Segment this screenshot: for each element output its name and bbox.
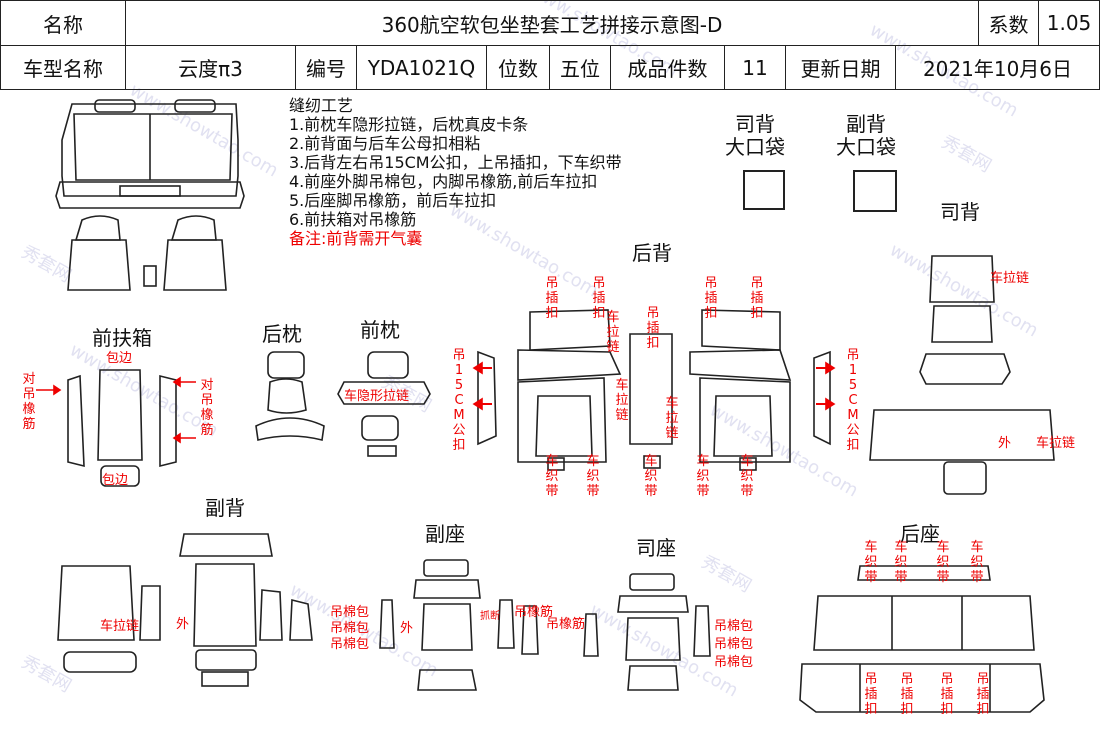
section-passenger-back: 副背 bbox=[205, 496, 245, 520]
annotation-car-zipper-h: 车拉链 bbox=[100, 619, 140, 634]
notes-remark: 备注:前背需开气囊 bbox=[289, 229, 423, 248]
section-rear-headrest: 后枕 bbox=[262, 322, 302, 346]
annotation-hang-plug: 吊插扣 bbox=[864, 672, 878, 717]
annotation-outer: 外 bbox=[400, 621, 414, 636]
annotation-car-webbing: 车织带 bbox=[970, 540, 984, 585]
section-driver-seat: 司座 bbox=[636, 536, 676, 560]
annotation-car-zipper-h: 车拉链 bbox=[990, 271, 1030, 286]
passenger-pocket-label-1: 副背 bbox=[846, 112, 886, 136]
note-line: 5.后座脚吊橡筋，前后车拉扣 bbox=[289, 191, 497, 210]
rear-headrest-pattern bbox=[255, 351, 325, 441]
coef-label: 系数 bbox=[978, 0, 1039, 46]
annotation-car-webbing: 车织带 bbox=[864, 540, 878, 585]
annotation-hang-plug: 吊插扣 bbox=[976, 672, 990, 717]
section-rear-seat: 后座 bbox=[900, 522, 940, 546]
annotation-hang-cotton: 吊棉包 bbox=[714, 655, 754, 670]
note-line: 3.后背左右吊15CM公扣，上吊插扣，下车织带 bbox=[289, 153, 622, 172]
annotation-outer: 外 bbox=[998, 436, 1012, 451]
passenger-seat-pattern bbox=[379, 559, 539, 691]
annotation-hang-elastic-pair: 对吊橡筋 bbox=[22, 372, 36, 432]
direction-arrows bbox=[36, 361, 836, 444]
driver-back-pattern bbox=[869, 255, 1055, 495]
rear-back-pattern bbox=[477, 309, 831, 471]
annotation-hang-plug: 吊插扣 bbox=[646, 306, 660, 351]
driver-seat-pattern bbox=[583, 573, 711, 691]
annotation-hang-plug: 吊插扣 bbox=[900, 672, 914, 717]
annotation-hang-plug: 吊插扣 bbox=[704, 276, 718, 321]
sewing-notes: 缝纫工艺 1.前枕车隐形拉链，后枕真皮卡条 2.前背面与后车公母扣相粘 3.后背… bbox=[289, 96, 622, 248]
section-driver-back: 司背 bbox=[940, 200, 980, 224]
annotation-hang-plug: 吊插扣 bbox=[750, 276, 764, 321]
annotation-hang-plug: 吊插扣 bbox=[940, 672, 954, 717]
annotation-hang-cotton: 吊棉包 bbox=[330, 637, 370, 652]
annotation-car-webbing: 车织带 bbox=[545, 454, 559, 499]
pieces-label: 成品件数 bbox=[610, 45, 725, 90]
annotation-hang-plug: 吊插扣 bbox=[592, 276, 606, 321]
annotation-car-webbing: 车织带 bbox=[696, 454, 710, 499]
annotation-car-webbing: 车织带 bbox=[644, 454, 658, 499]
front-armrest-pattern bbox=[67, 369, 177, 487]
driver-pocket-label-2: 大口袋 bbox=[725, 135, 785, 159]
section-front-headrest: 前枕 bbox=[360, 318, 400, 342]
vehicle-rear-seat-overview bbox=[55, 99, 245, 209]
annotation-hang-cotton: 吊棉包 bbox=[714, 619, 754, 634]
section-rear-back: 后背 bbox=[632, 241, 672, 265]
annotation-car-zipper: 车拉链 bbox=[615, 378, 629, 423]
header-table: 名称 360航空软包坐垫套工艺拼接示意图-D 系数 1.05 车型名称 云度π3… bbox=[0, 0, 1100, 90]
annotation-hang-cotton: 吊棉包 bbox=[330, 605, 370, 620]
annotation-hang-cotton: 吊棉包 bbox=[714, 637, 754, 652]
annotation-edge-wrap: 包边 bbox=[102, 473, 129, 488]
passenger-pocket-pattern bbox=[853, 170, 897, 212]
annotation-car-zipper: 车拉链 bbox=[665, 396, 679, 441]
annotation-hang-elastic: 吊橡筋 bbox=[514, 605, 554, 620]
section-front-armrest: 前扶箱 bbox=[92, 326, 152, 350]
passenger-pocket-label-2: 大口袋 bbox=[836, 135, 896, 159]
rear-seat-pattern bbox=[799, 565, 1045, 713]
annotation-car-zipper-h: 车拉链 bbox=[1036, 436, 1076, 451]
date-label: 更新日期 bbox=[785, 45, 896, 90]
annotation-hang-cotton: 吊棉包 bbox=[330, 621, 370, 636]
note-line: 6.前扶箱对吊橡筋 bbox=[289, 210, 417, 229]
annotation-hang-elastic-pair: 对吊橡筋 bbox=[200, 378, 214, 438]
annotation-edge-wrap: 包边 bbox=[106, 351, 133, 366]
model-value: 云度π3 bbox=[125, 45, 296, 90]
section-passenger-seat: 副座 bbox=[425, 522, 465, 546]
annotation-hang-15cm: 吊15CM公扣 bbox=[846, 348, 860, 453]
annotation-outer: 外 bbox=[176, 617, 190, 632]
vehicle-front-seats-overview bbox=[67, 215, 227, 291]
driver-pocket-label-1: 司背 bbox=[735, 112, 775, 136]
note-line: 4.前座外脚吊棉包，内脚吊橡筋,前后车拉扣 bbox=[289, 172, 598, 191]
note-line: 1.前枕车隐形拉链，后枕真皮卡条 bbox=[289, 115, 529, 134]
annotation-hang-elastic: 吊橡筋 bbox=[546, 617, 586, 632]
date-value: 2021年10月6日 bbox=[895, 45, 1100, 90]
notes-heading: 缝纫工艺 bbox=[289, 96, 354, 115]
note-line: 2.前背面与后车公母扣相粘 bbox=[289, 134, 481, 153]
annotation-car-zipper: 车拉链 bbox=[606, 310, 620, 355]
driver-pocket-pattern bbox=[743, 170, 785, 210]
annotation-car-webbing: 车织带 bbox=[740, 454, 754, 499]
front-headrest-pattern bbox=[337, 351, 431, 457]
annotation-car-webbing: 车织带 bbox=[586, 454, 600, 499]
annotation-car-webbing: 车织带 bbox=[936, 540, 950, 585]
code-value: YDA1021Q bbox=[356, 45, 487, 90]
annotation-hang-plug: 吊插扣 bbox=[545, 276, 559, 321]
annotation-seam-cut: 抓断 bbox=[480, 611, 500, 622]
model-label: 车型名称 bbox=[0, 45, 126, 90]
annotation-car-webbing: 车织带 bbox=[894, 540, 908, 585]
seats-label: 位数 bbox=[486, 45, 550, 90]
passenger-back-pattern bbox=[57, 533, 313, 687]
annotation-hang-15cm: 吊15CM公扣 bbox=[452, 348, 466, 453]
annotation-hidden-zipper: 车隐形拉链 bbox=[344, 389, 410, 404]
